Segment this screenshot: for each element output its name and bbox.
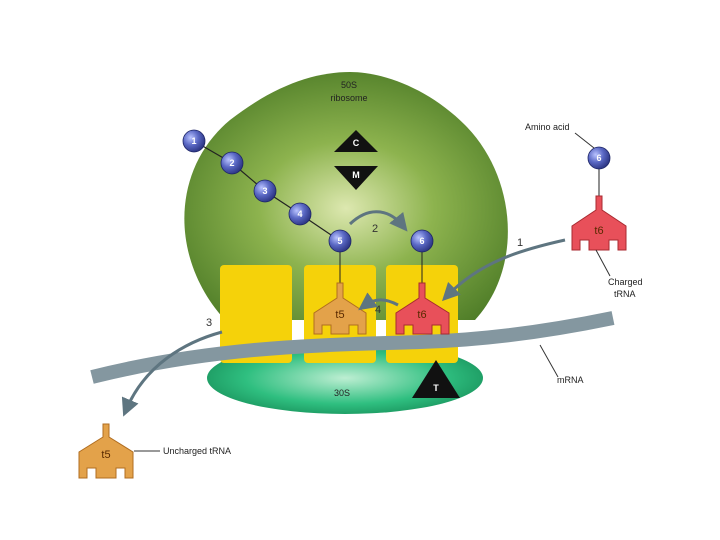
site-c-label: C xyxy=(353,138,360,148)
trna-charged-free-label: t6 xyxy=(594,225,603,237)
mrna-leader-line xyxy=(539,344,559,378)
ribosome-50s-label: 50S xyxy=(341,80,357,90)
amino-acid-5-label: 5 xyxy=(337,236,342,246)
charged-trna-label-line2: tRNA xyxy=(614,289,636,299)
amino-acid-label: Amino acid xyxy=(525,122,570,132)
amino-acid-3-label: 3 xyxy=(262,186,267,196)
step-3-label: 3 xyxy=(206,317,212,329)
amino-acid-5: 5 xyxy=(328,229,352,253)
amino-acid-4: 4 xyxy=(288,202,312,226)
trna-uncharged-released-label: t5 xyxy=(101,449,110,461)
amino-acid-2-label: 2 xyxy=(229,158,234,168)
amino-acid-6-a-site-label: 6 xyxy=(419,236,424,246)
uncharged-trna-label: Uncharged tRNA xyxy=(163,446,231,456)
amino-acid-1-label: 1 xyxy=(191,136,196,146)
amino-acid-1: 1 xyxy=(182,129,206,153)
trna-t6-label: t6 xyxy=(417,309,426,321)
trna-charged-free xyxy=(571,195,627,251)
site-m-triangle xyxy=(334,166,378,190)
site-m-label: M xyxy=(352,170,360,180)
trna-t5-label: t5 xyxy=(335,309,344,321)
step-4-arrow xyxy=(358,292,399,311)
charged-trna-leader-line xyxy=(595,249,611,277)
amino-acid-3: 3 xyxy=(253,179,277,203)
step-1-label: 1 xyxy=(517,237,523,249)
trna-uncharged-released xyxy=(78,423,134,479)
amino-acid-leader-line xyxy=(574,132,595,149)
amino-acid-6-a-site: 6 xyxy=(410,229,434,253)
step-1-arrow xyxy=(441,238,566,302)
ribosome-50s-label-2: ribosome xyxy=(330,93,367,103)
step-2-label: 2 xyxy=(372,223,378,235)
site-t-label: T xyxy=(433,383,439,393)
site-c-triangle xyxy=(334,130,378,152)
amino-acid-2: 2 xyxy=(220,151,244,175)
site-t-triangle xyxy=(412,360,460,398)
step-3-arrow xyxy=(121,330,223,417)
trna-t6 xyxy=(395,282,450,335)
ribosome-50s-subunit xyxy=(184,72,508,320)
mrna-strand xyxy=(90,311,615,384)
mrna-label: mRNA xyxy=(557,375,584,385)
ribosome-30s-label: 30S xyxy=(334,388,350,398)
amino-acid-6-free: 6 xyxy=(587,146,611,170)
amino-acid-4-label: 4 xyxy=(297,209,302,219)
site-box-e xyxy=(220,265,292,363)
amino-acid-6-free-label: 6 xyxy=(596,153,601,163)
step-4-label: 4 xyxy=(375,304,381,316)
step-2-arrow xyxy=(348,210,408,232)
charged-trna-label-line1: Charged xyxy=(608,277,643,287)
